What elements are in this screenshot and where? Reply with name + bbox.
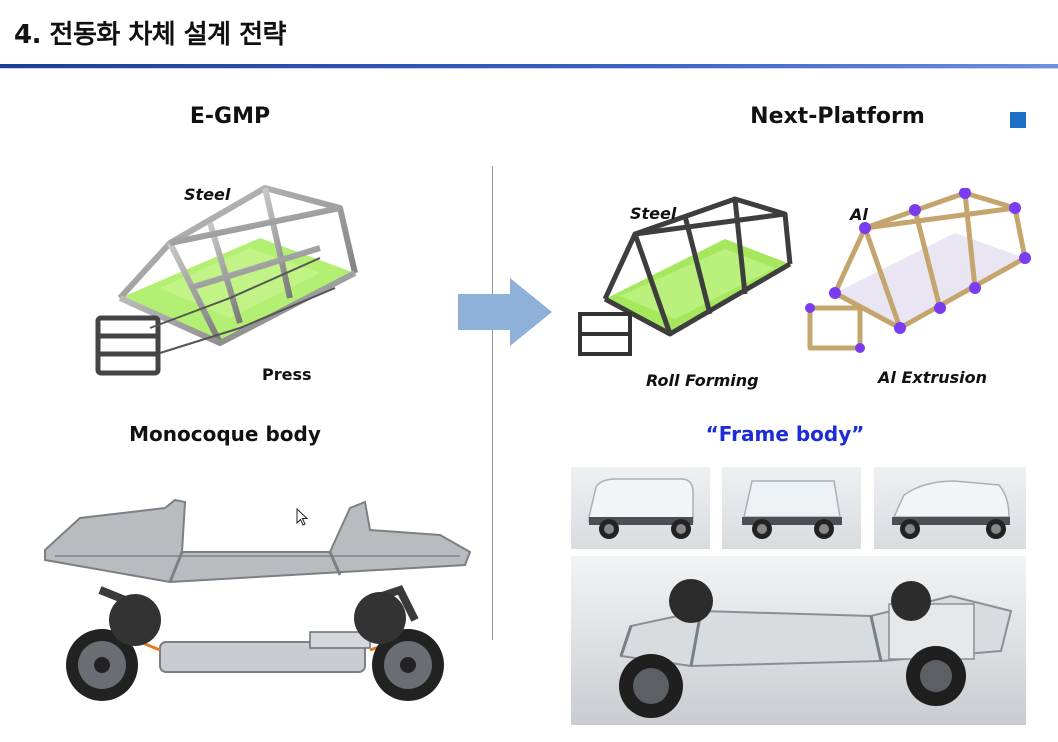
concept-vehicle-thumb-3 — [874, 467, 1026, 549]
title-rule — [0, 64, 1058, 68]
right-caption: “Frame body” — [705, 422, 865, 446]
egmp-steel-label: Steel — [184, 185, 231, 204]
slide-title: 4. 전동화 차체 설계 전략 — [14, 20, 286, 50]
concept-vehicle-thumb-2 — [722, 467, 861, 549]
left-header: E-GMP — [189, 104, 271, 129]
egmp-body-illustration — [90, 178, 360, 398]
roll-forming-label: Roll Forming — [646, 371, 759, 390]
concept-vehicle-thumb-1 — [571, 467, 710, 549]
steel-frame-illustration — [575, 194, 800, 374]
frame-chassis-render — [571, 556, 1026, 725]
mouse-cursor-icon — [296, 508, 309, 526]
egmp-press-label: Press — [262, 365, 312, 384]
right-header: Next-Platform — [750, 104, 925, 129]
al-extrusion-label: Al Extrusion — [878, 368, 988, 387]
al-label: Al — [850, 205, 868, 224]
section-marker-icon — [1010, 112, 1026, 128]
egmp-chassis-illustration — [40, 490, 480, 710]
column-divider — [492, 166, 493, 640]
next-steel-label: Steel — [630, 204, 677, 223]
title-rule-shadow — [0, 68, 1058, 69]
al-frame-illustration — [805, 188, 1035, 363]
left-caption: Monocoque body — [129, 422, 321, 446]
transition-arrow-icon — [458, 278, 552, 346]
